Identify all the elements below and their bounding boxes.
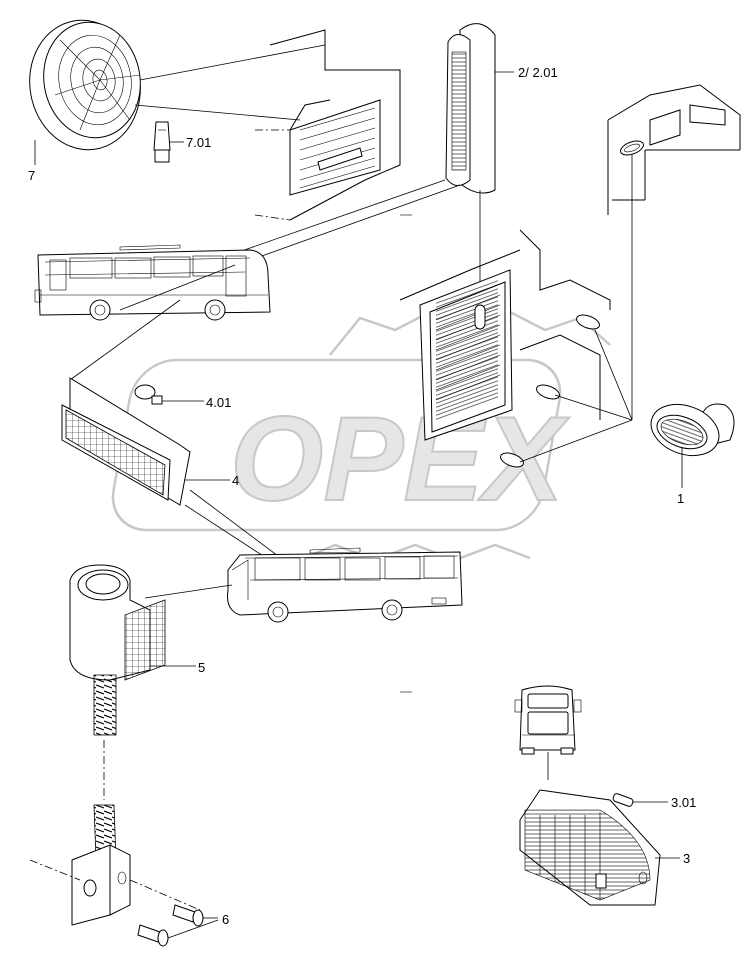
part-3-rear-lamp[interactable] [519,789,661,906]
rear-grille-panel [399,229,633,468]
callout-4-01: 4.01 [206,395,231,410]
callout-2: 2/ 2.01 [518,65,558,80]
callout-7-01: 7.01 [186,135,211,150]
bus-side-view-upper [34,244,271,321]
callout-3: 3 [683,851,690,866]
mounting-bracket[interactable] [71,804,131,926]
watermark-text: OPEX [230,392,570,526]
rear-panel-housing [254,29,401,221]
callout-7: 7 [28,168,35,183]
callout-1: 1 [677,491,684,506]
part-7-round-lamp[interactable] [20,11,151,158]
part-4-01-bulb[interactable] [134,384,163,405]
bus-rear-view [514,685,582,755]
side-corner-housing [607,84,741,420]
callout-4: 4 [232,473,239,488]
part-2-tail-lamp[interactable] [445,23,496,194]
callout-5: 5 [198,660,205,675]
part-5-corner-lamp[interactable] [69,564,166,736]
part-6-screw-a[interactable] [172,904,204,927]
bus-side-view-lower [227,547,463,623]
opex-watermark: OPEX [111,310,611,562]
part-7-01-bulb[interactable] [153,121,171,163]
part-6-screw-b[interactable] [137,924,169,947]
callout-3-01: 3.01 [671,795,696,810]
part-3-01-bulb[interactable] [612,793,634,807]
part-4-rear-lamp[interactable] [61,377,191,506]
callout-6: 6 [222,912,229,927]
part-1-marker-lamp[interactable] [644,395,735,464]
